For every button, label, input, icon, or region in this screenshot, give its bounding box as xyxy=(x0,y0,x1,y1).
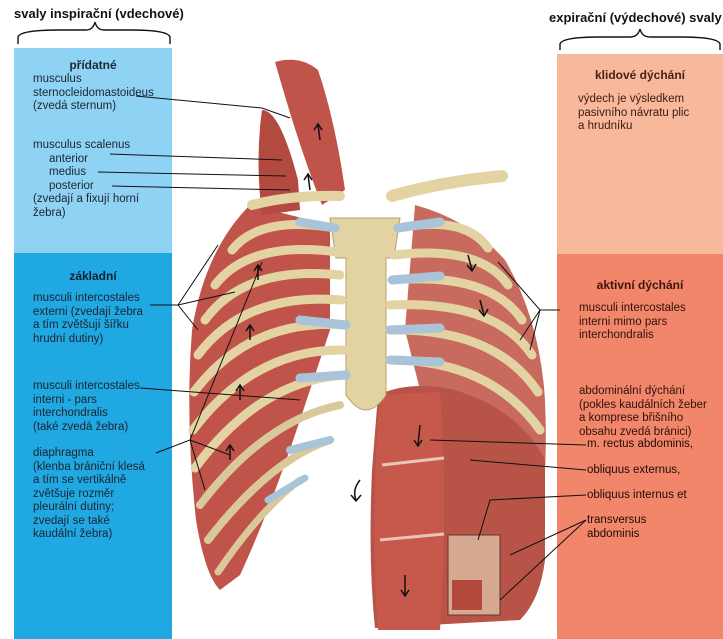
scalenus-posterior: posterior xyxy=(33,180,139,194)
int-line-4: (také zvedá žebra) xyxy=(33,421,140,435)
int-line-2: interni - pars xyxy=(33,394,140,408)
sternum xyxy=(330,218,400,410)
scalenus-anterior: anterior xyxy=(33,153,139,167)
int-line-3: interchondralis xyxy=(33,407,140,421)
transv-line-2: abdominis xyxy=(587,528,646,542)
transversus-label: transversus abdominis xyxy=(587,514,646,541)
rest-breathing-text: výdech je výsledkem pasivního návratu pl… xyxy=(578,93,689,134)
dia-line-6: zvedají se také xyxy=(33,515,145,529)
active-line-3: interchondralis xyxy=(579,329,686,343)
scalenus-label: musculus scalenus anterior medius poster… xyxy=(33,139,139,220)
scalenus-main: musculus scalenus xyxy=(33,139,139,153)
scm-line-2: sternocleidomastoideus xyxy=(33,87,154,101)
rectus-label: m. rectus abdominis, xyxy=(587,438,693,452)
right-bracket xyxy=(560,29,720,50)
scalenus-note-1: (zvedají a fixují horní xyxy=(33,193,139,207)
abd-line-1: abdominální dýchání xyxy=(579,385,707,399)
abdominal-breathing-text: abdominální dýchání (pokles kaudálních ž… xyxy=(579,385,707,439)
dia-line-7: kaudální žebra) xyxy=(33,528,145,542)
transv-line-1: transversus xyxy=(587,514,646,528)
left-section-accessory-title: přídatné xyxy=(14,58,172,72)
scm-label: musculus sternocleidomastoideus (zvedá s… xyxy=(33,73,154,114)
active-intercostales-text: musculi intercostales interni mimo pars … xyxy=(579,302,686,343)
abd-line-4: obsahu zvedá bránici) xyxy=(579,426,707,440)
active-line-2: interni mimo pars xyxy=(579,316,686,330)
left-section-basic-title: základní xyxy=(14,269,172,283)
dia-line-3: a tím se vertikálně xyxy=(33,474,145,488)
diaphragma-label: diaphragma (klenba brániční klesá a tím … xyxy=(33,447,145,542)
rectus-abdominis xyxy=(374,392,444,630)
int-line-1: musculi intercostales xyxy=(33,380,140,394)
rest-line-2: pasivního návratu plic xyxy=(578,107,689,121)
right-clavicle xyxy=(392,176,502,196)
dia-line-1: diaphragma xyxy=(33,447,145,461)
rest-line-3: a hrudníku xyxy=(578,120,689,134)
dia-line-2: (klenba brániční klesá xyxy=(33,461,145,475)
right-section-rest-title: klidové dýchání xyxy=(557,68,723,82)
obliquus-externus-label: obliquus externus, xyxy=(587,464,680,478)
dia-line-5: pleurální dutiny; xyxy=(33,501,145,515)
ext-line-3: a tím zvětšují šířku xyxy=(33,319,143,333)
ext-line-4: hrudní dutiny) xyxy=(33,333,143,347)
left-bracket xyxy=(18,22,170,44)
ext-line-2: externi (zvedají žebra xyxy=(33,306,143,320)
dia-line-4: zvětšuje rozměr xyxy=(33,488,145,502)
intercostales-externi-label: musculi intercostales externi (zvedají ž… xyxy=(33,292,143,346)
right-section-active-title: aktivní dýchání xyxy=(557,278,723,292)
ext-line-1: musculi intercostales xyxy=(33,292,143,306)
rest-line-1: výdech je výsledkem xyxy=(578,93,689,107)
scm-line-3: (zvedá sternum) xyxy=(33,100,154,114)
scalenus-note-2: žebra) xyxy=(33,207,139,221)
active-line-1: musculi intercostales xyxy=(579,302,686,316)
obliquus-internus-label: obliquus internus et xyxy=(587,489,687,503)
intercostales-interni-label: musculi intercostales interni - pars int… xyxy=(33,380,140,434)
scalenus-medius: medius xyxy=(33,166,139,180)
scm-line-1: musculus xyxy=(33,73,154,87)
abd-line-3: a komprese břišního xyxy=(579,412,707,426)
abd-line-2: (pokles kaudálních žeber xyxy=(579,399,707,413)
